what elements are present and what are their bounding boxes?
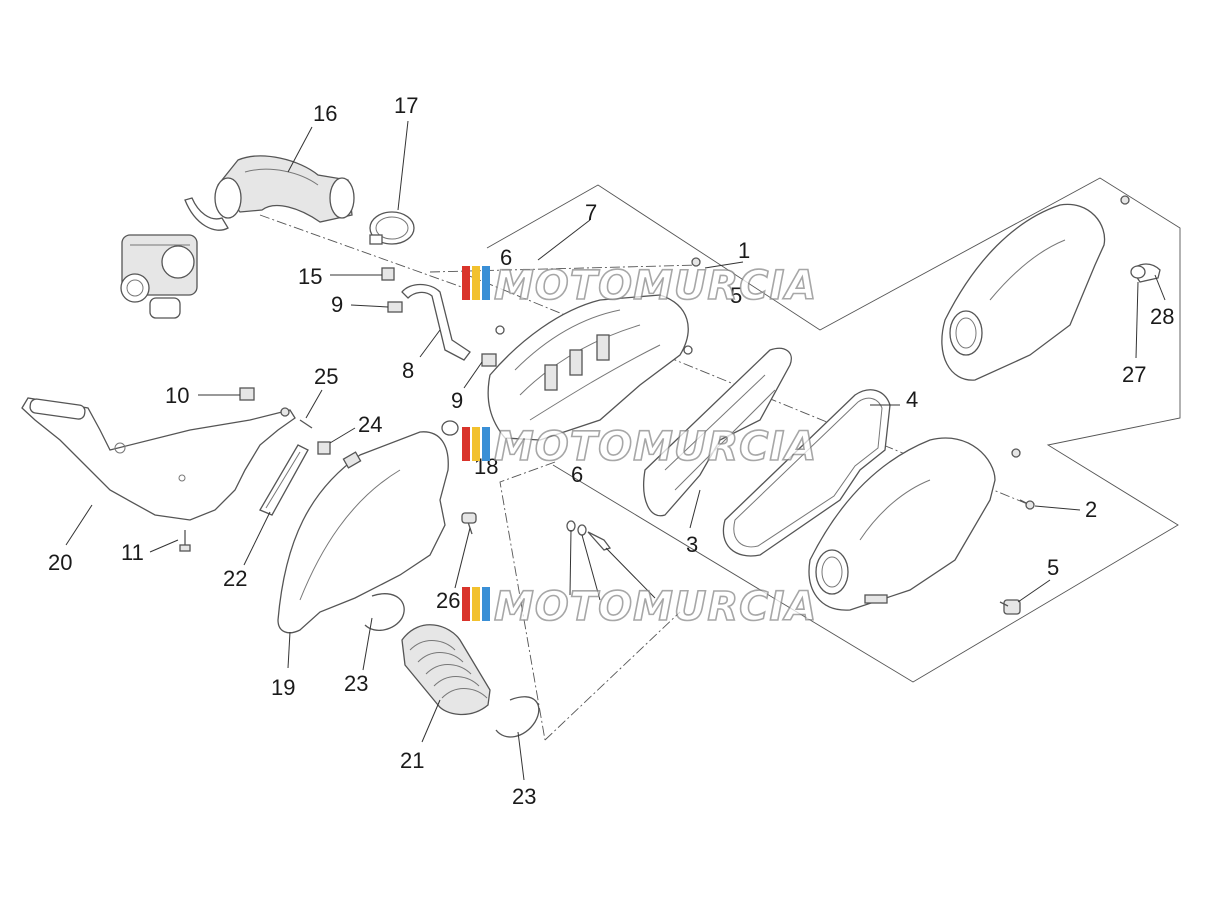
watermark-top: MOTOMURCIA xyxy=(462,262,817,310)
callout-21: 21 xyxy=(400,748,424,773)
part-23-rings xyxy=(364,593,540,738)
callout-4: 4 xyxy=(906,387,918,412)
callout-25: 25 xyxy=(314,364,338,389)
part-4-gasket xyxy=(722,389,891,557)
part-16-intake-manifold xyxy=(184,155,355,231)
parts-27-28-drain-valve xyxy=(1130,263,1161,283)
part-19-duct-cover xyxy=(277,431,449,634)
callout-24: 24 xyxy=(358,412,382,437)
callout-9-upper: 9 xyxy=(331,292,343,317)
part-22-seal xyxy=(259,444,309,516)
callout-1: 1 xyxy=(738,238,750,263)
small-fasteners xyxy=(381,267,693,436)
callout-28: 28 xyxy=(1150,304,1174,329)
callout-3: 3 xyxy=(686,532,698,557)
part-1-filter-housing xyxy=(487,294,689,441)
callout-6-lower: 6 xyxy=(571,462,583,487)
filter-cover-lower xyxy=(808,437,996,611)
part-17-clamp xyxy=(369,211,415,245)
watermark-stripe-red xyxy=(462,266,470,300)
watermark-text: MOTOMURCIA xyxy=(494,584,817,630)
callout-9-lower: 9 xyxy=(451,388,463,413)
callout-26: 26 xyxy=(436,588,460,613)
watermark-text: MOTOMURCIA xyxy=(494,424,817,470)
callout-23-right: 23 xyxy=(512,784,536,809)
watermark-middle: MOTOMURCIA xyxy=(462,423,817,471)
callout-20: 20 xyxy=(48,550,72,575)
callout-5-upper: 5 xyxy=(730,283,742,308)
callout-5: 5 xyxy=(1047,555,1059,580)
watermark-stripe-yellow xyxy=(472,266,480,300)
watermark-stripe-blue xyxy=(482,587,490,621)
part-3-filter-element xyxy=(643,347,792,517)
watermark-stripe-blue xyxy=(482,427,490,461)
screws xyxy=(566,499,1035,615)
leader-lines xyxy=(65,120,1166,781)
watermark-stripe-blue xyxy=(482,266,490,300)
part-20-bracket xyxy=(21,397,296,521)
callout-23-left: 23 xyxy=(344,671,368,696)
callout-17: 17 xyxy=(394,93,418,118)
callout-2: 2 xyxy=(1085,497,1097,522)
part-21-bellows xyxy=(401,624,491,716)
watermark-stripe-red xyxy=(462,587,470,621)
watermark-text: MOTOMURCIA xyxy=(494,263,817,309)
callout-22: 22 xyxy=(223,566,247,591)
callout-16: 16 xyxy=(313,101,337,126)
throttle-body xyxy=(120,234,198,319)
filter-cover-upper xyxy=(691,195,1130,458)
callout-7: 7 xyxy=(585,200,597,225)
watermark-stripe-yellow xyxy=(472,427,480,461)
watermark-stripe-yellow xyxy=(472,587,480,621)
callout-15: 15 xyxy=(298,264,322,289)
callout-8: 8 xyxy=(402,358,414,383)
callout-6-upper: 6 xyxy=(500,245,512,270)
watermark-bottom: MOTOMURCIA xyxy=(462,583,817,631)
callout-11: 11 xyxy=(121,540,144,565)
callout-27: 27 xyxy=(1122,362,1146,387)
watermark-stripe-red xyxy=(462,427,470,461)
callout-19: 19 xyxy=(271,675,295,700)
callout-10: 10 xyxy=(165,383,189,408)
bracket-fasteners xyxy=(179,387,477,552)
